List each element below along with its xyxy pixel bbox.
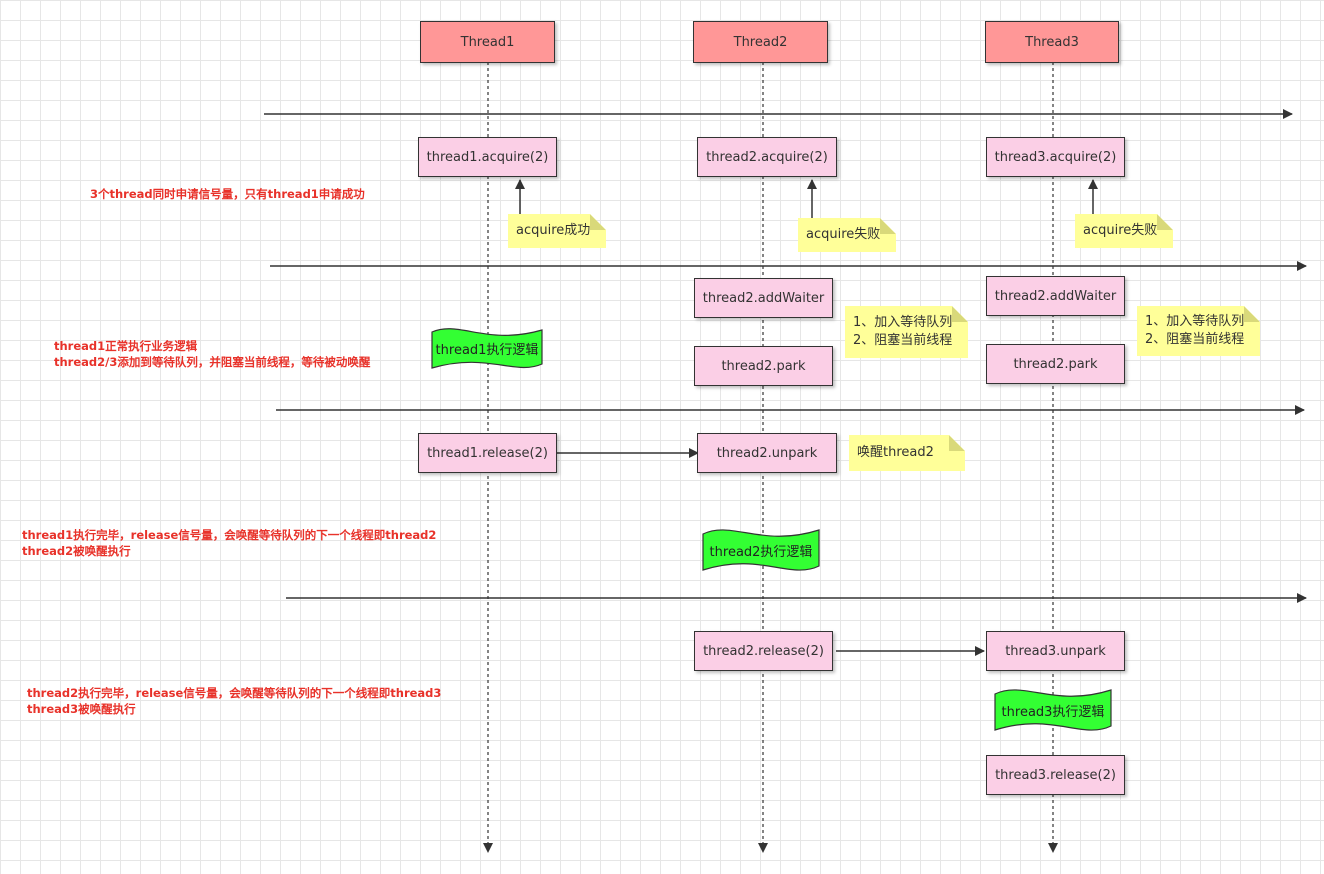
thread3-logic-label: thread3执行逻辑 xyxy=(1001,704,1105,720)
note-acquire-fail-t3: acquire失败 xyxy=(1075,214,1173,248)
thread2-logic-label: thread2执行逻辑 xyxy=(709,544,813,560)
thread3-acquire-label: thread3.acquire(2) xyxy=(994,149,1117,165)
thread3-park-box: thread2.park xyxy=(986,344,1125,384)
phase2-description: thread1正常执行业务逻辑 thread2/3添加到等待队列，并阻塞当前线程… xyxy=(54,338,370,370)
note-wait-queue-t3-line2: 2、阻塞当前线程 xyxy=(1145,332,1245,347)
phase3-description-line1: thread1执行完毕，release信号量，会唤醒等待队列的下一个线程即thr… xyxy=(22,528,437,542)
note-wake-thread2: 唤醒thread2 xyxy=(849,435,965,471)
phase2-description-line1: thread1正常执行业务逻辑 xyxy=(54,339,198,353)
wave-shape-icon xyxy=(994,689,1112,731)
phase1-description: 3个thread同时申请信号量，只有thread1申请成功 xyxy=(90,186,365,202)
thread3-release-label: thread3.release(2) xyxy=(995,767,1116,783)
thread2-park-label: thread2.park xyxy=(721,358,806,374)
thread2-unpark-label: thread2.unpark xyxy=(716,445,818,461)
thread2-release-box: thread2.release(2) xyxy=(694,631,833,671)
note-wait-queue-t2-line1: 1、加入等待队列 xyxy=(853,315,953,330)
thread3-unpark-box: thread3.unpark xyxy=(986,631,1125,671)
wave-shape-icon xyxy=(431,328,543,369)
thread2-acquire-label: thread2.acquire(2) xyxy=(706,149,828,165)
phase1-description-line: 3个thread同时申请信号量，只有thread1申请成功 xyxy=(90,187,365,201)
thread3-addwaiter-label: thread2.addWaiter xyxy=(994,288,1117,304)
phase4-description-line2: thread3被唤醒执行 xyxy=(27,702,136,716)
thread2-acquire-box: thread2.acquire(2) xyxy=(697,137,837,177)
note-acquire-success: acquire成功 xyxy=(508,214,606,248)
thread3-logic-wave: thread3执行逻辑 xyxy=(994,686,1112,734)
thread3-acquire-box: thread3.acquire(2) xyxy=(986,137,1125,177)
note-acquire-success-text: acquire成功 xyxy=(516,223,591,238)
thread1-header-label: Thread1 xyxy=(460,34,515,50)
thread2-addwaiter-box: thread2.addWaiter xyxy=(694,278,833,318)
note-wait-queue-t2: 1、加入等待队列 2、阻塞当前线程 xyxy=(845,306,968,358)
thread1-header: Thread1 xyxy=(420,21,555,63)
thread2-unpark-box: thread2.unpark xyxy=(697,433,837,473)
thread3-park-label: thread2.park xyxy=(1013,356,1098,372)
thread1-logic-label: thread1执行逻辑 xyxy=(435,342,539,358)
thread2-park-box: thread2.park xyxy=(694,346,833,386)
thread3-addwaiter-box: thread2.addWaiter xyxy=(986,276,1125,316)
thread3-header: Thread3 xyxy=(985,21,1119,63)
note-acquire-fail-t2-text: acquire失败 xyxy=(806,227,881,242)
thread1-acquire-label: thread1.acquire(2) xyxy=(426,149,549,165)
thread1-release-box: thread1.release(2) xyxy=(418,433,557,473)
phase2-description-line2: thread2/3添加到等待队列，并阻塞当前线程，等待被动唤醒 xyxy=(54,355,371,369)
phase4-description: thread2执行完毕，release信号量，会唤醒等待队列的下一个线程即thr… xyxy=(27,685,441,717)
thread3-header-label: Thread3 xyxy=(1025,34,1079,50)
thread2-release-label: thread2.release(2) xyxy=(703,643,824,659)
phase3-description: thread1执行完毕，release信号量，会唤醒等待队列的下一个线程即thr… xyxy=(22,527,436,559)
note-wake-thread2-text: 唤醒thread2 xyxy=(857,445,934,460)
note-wait-queue-t3: 1、加入等待队列 2、阻塞当前线程 xyxy=(1137,306,1260,356)
phase3-description-line2: thread2被唤醒执行 xyxy=(22,544,131,558)
note-wait-queue-t2-line2: 2、阻塞当前线程 xyxy=(853,333,953,348)
thread2-header: Thread2 xyxy=(693,21,828,63)
note-wait-queue-t3-line1: 1、加入等待队列 xyxy=(1145,314,1245,329)
thread3-release-box: thread3.release(2) xyxy=(986,755,1125,795)
thread1-release-label: thread1.release(2) xyxy=(427,445,548,461)
thread1-logic-wave: thread1执行逻辑 xyxy=(431,326,543,370)
thread2-addwaiter-label: thread2.addWaiter xyxy=(702,290,825,306)
thread3-unpark-label: thread3.unpark xyxy=(1005,643,1106,659)
thread1-acquire-box: thread1.acquire(2) xyxy=(418,137,557,177)
phase4-description-line1: thread2执行完毕，release信号量，会唤醒等待队列的下一个线程即thr… xyxy=(27,686,442,700)
thread2-logic-wave: thread2执行逻辑 xyxy=(702,526,820,574)
note-acquire-fail-t3-text: acquire失败 xyxy=(1083,223,1158,238)
thread2-header-label: Thread2 xyxy=(733,34,788,50)
note-acquire-fail-t2: acquire失败 xyxy=(798,218,896,252)
wave-shape-icon xyxy=(702,529,820,571)
